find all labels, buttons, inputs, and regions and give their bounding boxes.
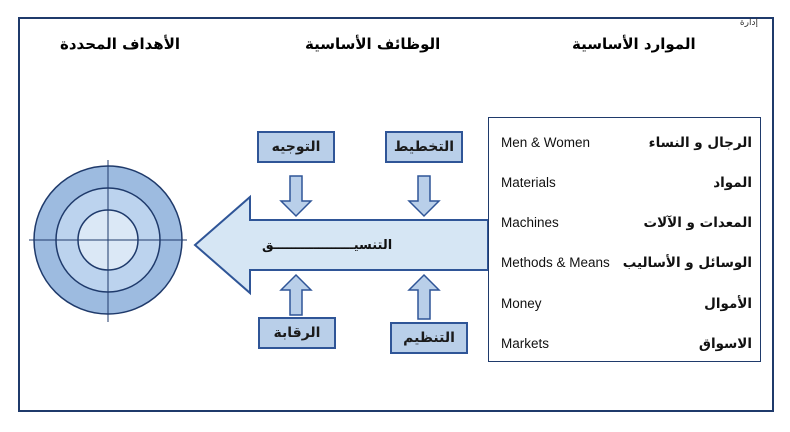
resource-row: Men & Women الرجال و النساء bbox=[489, 135, 760, 155]
resource-ar: الوسائل و الأساليب bbox=[622, 255, 752, 271]
goals-heading: الأهداف المحددة bbox=[60, 35, 181, 53]
resource-ar: الأموال bbox=[704, 296, 752, 312]
resources-box: Men & Women الرجال و النساء Materials ال… bbox=[488, 117, 761, 362]
down-arrow-planning bbox=[407, 175, 441, 218]
up-arrow-organizing bbox=[407, 273, 441, 320]
planning-box: التخطيط bbox=[385, 131, 463, 163]
functions-heading: الوظائف الأساسية bbox=[305, 35, 441, 53]
up-arrow-controlling bbox=[279, 273, 313, 316]
controlling-box: الرقابة bbox=[258, 317, 336, 349]
resource-en: Methods & Means bbox=[501, 255, 610, 270]
coordination-arrow bbox=[193, 194, 489, 296]
down-arrow-directing bbox=[279, 175, 313, 218]
resource-row: Materials المواد bbox=[489, 175, 760, 195]
top-hint: إدارة bbox=[739, 18, 758, 28]
resource-en: Men & Women bbox=[501, 135, 591, 150]
coordination-label: التنسيــــــــــــــــــق bbox=[262, 238, 393, 253]
resource-en: Money bbox=[501, 296, 542, 311]
resource-row: Machines المعدات و الآلات bbox=[489, 215, 760, 235]
resources-heading: الموارد الأساسية bbox=[572, 35, 696, 53]
resource-ar: المعدات و الآلات bbox=[643, 215, 752, 231]
resource-row: Money الأموال bbox=[489, 296, 760, 316]
resource-row: Methods & Means الوسائل و الأساليب bbox=[489, 255, 760, 275]
resource-row: Markets الاسواق bbox=[489, 336, 760, 356]
target-icon bbox=[29, 160, 187, 322]
resource-ar: الرجال و النساء bbox=[648, 135, 752, 151]
resource-en: Machines bbox=[501, 215, 559, 230]
resource-en: Markets bbox=[501, 336, 550, 351]
resource-ar: المواد bbox=[713, 175, 752, 191]
organizing-box: التنظيم bbox=[390, 322, 468, 354]
directing-box: التوجيه bbox=[257, 131, 335, 163]
resource-en: Materials bbox=[501, 175, 556, 190]
resource-ar: الاسواق bbox=[698, 336, 752, 352]
